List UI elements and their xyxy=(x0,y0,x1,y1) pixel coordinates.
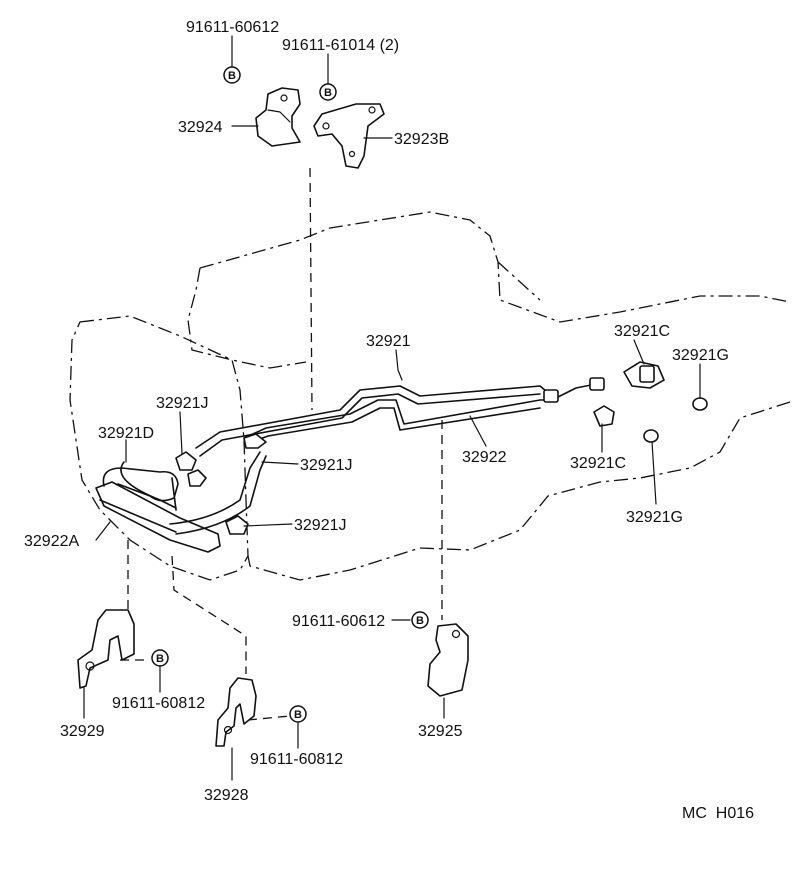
o-ring-32921G-lower xyxy=(643,429,659,443)
callout-32921J-mid: 32921J xyxy=(300,457,353,474)
union-32921C-lower xyxy=(593,405,615,427)
clamp-32925 xyxy=(427,623,469,697)
callout-32921J-upper: 32921J xyxy=(156,395,209,412)
callout-32921G-lower: 32921G xyxy=(626,509,683,526)
svg-text:B: B xyxy=(324,87,332,99)
clip-32921J-mid xyxy=(243,433,267,449)
callout-32921J-lower: 32921J xyxy=(294,517,347,534)
clip-32921J-upper xyxy=(175,451,197,471)
o-ring-32921G-upper xyxy=(692,397,708,411)
assembly-dashed-leaders xyxy=(120,167,443,721)
bolt-marker-32928: B xyxy=(289,705,307,723)
bolt-marker-32929: B xyxy=(151,649,169,667)
callout-32922A: 32922A xyxy=(24,533,79,550)
pipe-32921 xyxy=(195,385,553,457)
bolt-marker-top-right: B xyxy=(319,83,337,101)
pipe-end-fitting xyxy=(543,377,605,403)
callout-32921D: 32921D xyxy=(98,425,154,442)
callout-32921: 32921 xyxy=(366,333,411,350)
callout-32925: 32925 xyxy=(418,723,463,740)
callout-32921G-upper: 32921G xyxy=(672,347,729,364)
bolt-marker-top-left: B xyxy=(223,66,241,84)
callout-91611-61014: 91611-61014 (2) xyxy=(282,37,399,54)
bracket-32928 xyxy=(215,677,257,747)
hose-32921D xyxy=(102,467,179,511)
callout-32924: 32924 xyxy=(178,119,223,136)
svg-text:B: B xyxy=(156,653,164,665)
transmission-outline xyxy=(69,211,791,581)
callout-91611-60812-left: 91611-60812 xyxy=(112,695,205,712)
hose-return xyxy=(169,451,267,535)
bracket-32923B xyxy=(313,103,385,169)
callout-32923B: 32923B xyxy=(394,131,449,148)
callout-91611-60812-right: 91611-60812 xyxy=(250,751,343,768)
callout-91611-60612-mid: 91611-60612 xyxy=(292,613,385,630)
svg-text:B: B xyxy=(416,615,424,627)
union-32921C-upper xyxy=(623,361,665,389)
callout-32928: 32928 xyxy=(204,787,249,804)
clip-32921J-small xyxy=(187,469,207,487)
svg-text:B: B xyxy=(294,709,302,721)
clip-32921J-lower xyxy=(225,515,249,535)
callout-leaders xyxy=(83,35,701,781)
callout-32921C-lower: 32921C xyxy=(570,455,626,472)
callout-32929: 32929 xyxy=(60,723,105,740)
bolt-marker-mid: B xyxy=(411,611,429,629)
svg-text:B: B xyxy=(228,70,236,82)
callout-32922: 32922 xyxy=(462,449,507,466)
callout-32921C-upper: 32921C xyxy=(614,323,670,340)
callout-91611-60612-top: 91611-60612 xyxy=(186,19,279,36)
bracket-32924 xyxy=(255,87,301,147)
diagram-code: MC H016 xyxy=(682,805,754,822)
bracket-32929 xyxy=(77,609,135,689)
